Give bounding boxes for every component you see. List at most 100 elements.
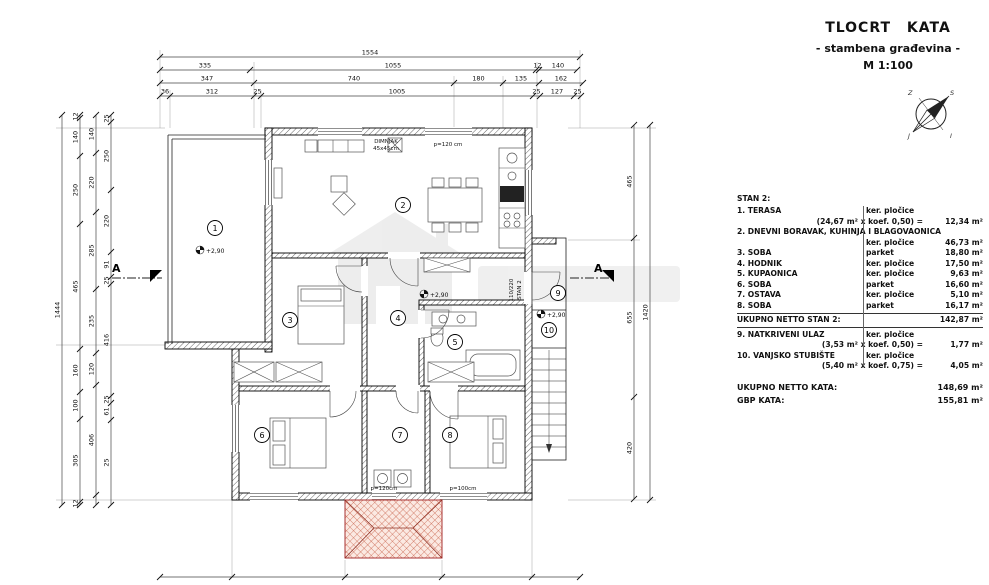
room-number: 2 [395,197,411,213]
dimension-label: 12 [533,62,541,70]
room-area: 4,05 m² [950,361,983,371]
room-number: 4 [390,310,406,326]
room-material: ker. pločice [866,258,915,268]
room-area: 16,60 m² [945,279,983,289]
door-size-label: 110/220 [509,278,515,301]
dimension-label: 220 [88,176,96,188]
compass-west: Z [907,89,913,97]
svg-text:2: 2 [400,201,405,210]
legend-row: 1. TERASA ker. pločice [737,206,983,216]
room-material: ker. pločice [866,350,915,360]
dimension-label: 25 [103,114,111,122]
area-formula: (5,40 m² x koef. 0,75) = [821,361,923,371]
room-material: ker. pločice [866,269,915,279]
room-material: parket [866,300,894,310]
dimension-label: 127 [551,88,563,96]
svg-text:6: 6 [259,431,264,440]
door-swings [329,257,561,420]
dimension-label: 1055 [385,62,402,70]
room-number: 3 [282,312,298,328]
dimension-label: 180 [472,75,484,83]
room-material: parket [866,248,894,258]
room-name: 6. SOBA [737,279,772,289]
legend-row: (3,53 m² x koef. 0,50) = 1,77 m² [737,340,983,350]
dimension-label: 25 [103,458,111,466]
room-number: 5 [447,334,463,350]
legend-row: 6. SOBA parket 16,60 m² [737,280,983,290]
room-number: 9 [550,285,566,301]
room-number: 1 [207,220,223,236]
svg-text:9: 9 [555,289,560,298]
svg-text:10: 10 [544,326,554,335]
total-value: 148,69 m² [937,382,984,392]
title-block: TLOCRT KATA - stambena građevina - M 1:1… [792,20,984,72]
gbp-row: GBP KATA: 155,81 m² [737,395,983,406]
dimension-label: 250 [72,184,80,196]
legend-row: (24,67 m² x koef. 0,50) = 12,34 m² [737,217,983,227]
legend-row: 5. KUPAONICA ker. pločice 9,63 m² [737,269,983,279]
dimension-label: 25 [103,395,111,403]
legend-row: 10. VANJSKO STUBIŠTE ker. pločice [737,351,983,361]
dimension-label: 1420 [642,304,650,321]
dimension-label: 140 [552,62,564,70]
room-name: 10. VANJSKO STUBIŠTE [737,350,835,360]
room-area: 18,80 m² [945,248,983,258]
gbp-value: 155,81 m² [937,395,984,405]
dimension-label: 420 [626,442,634,454]
room-area: 5,10 m² [950,290,983,300]
room-name: 1. TERASA [737,206,782,216]
dimension-label: 25 [103,276,111,284]
room-area: 17,50 m² [945,258,983,268]
parapet-label: p=120 cm [434,142,463,148]
legend-row: 2. DNEVNI BORAVAK, KUHINJA I BLAGOVAONIC… [737,227,983,237]
chimney-label: DIMNJAK [374,139,398,145]
total-row: UKUPNO NETTO KATA: 148,69 m² [737,382,983,393]
extension-lines [56,50,656,577]
subtotal-label: UKUPNO NETTO STAN 2: [737,315,841,325]
level-label: +2,90 [547,312,566,319]
section-letter: A [594,262,603,275]
furniture-layer [233,137,526,488]
dimension-label: 140 [88,128,96,140]
parapet-label: p=100cm [450,486,477,492]
room-number: 8 [442,427,458,443]
dimension-label: 91 [103,260,111,268]
area-formula: (24,67 m² x koef. 0,50) = [816,216,923,226]
dimension-label: 347 [201,75,213,83]
dimension-label: 465 [72,280,80,292]
dimension-label: 740 [348,75,360,83]
svg-text:8: 8 [447,431,452,440]
roof-canopy [344,499,443,559]
area-table: STAN 2: 1. TERASA ker. pločice (24,67 m²… [737,194,983,406]
room-name: 7. OSTAVA [737,290,781,300]
room-material: ker. pločice [866,290,915,300]
dimension-label: 120 [88,363,96,375]
room-name: 3. SOBA [737,248,772,258]
dimension-label: 305 [72,454,80,466]
dimension-label: 220 [103,215,111,227]
room-material: ker. pločice [866,206,915,216]
dimension-label: 250 [103,150,111,162]
room-name: 5. KUPAONICA [737,269,798,279]
parapet-label: p=120cm [371,486,398,492]
room-number: 7 [392,427,408,443]
legend-row: 8. SOBA parket 16,17 m² [737,301,983,311]
dimension-label: 36 [161,88,169,96]
gbp-label: GBP KATA: [737,395,785,405]
dimension-label: 160 [72,364,80,376]
dimension-label: 25 [532,88,540,96]
dimension-label: 312 [206,88,218,96]
room-area: 12,34 m² [945,216,983,226]
room-numbers: 1 2 3 4 5 6 7 8 9 10 [207,197,566,443]
dimension-label: 335 [199,62,211,70]
total-label: UKUPNO NETTO KATA: [737,382,838,392]
svg-text:5: 5 [452,338,457,347]
compass-north: S [950,89,954,97]
legend-row: 4. HODNIK ker. pločice 17,50 m² [737,259,983,269]
legend-row: (5,40 m² x koef. 0,75) = 4,05 m² [737,361,983,371]
svg-text:1: 1 [212,224,217,233]
table-divider [863,206,864,366]
windows [231,127,533,501]
